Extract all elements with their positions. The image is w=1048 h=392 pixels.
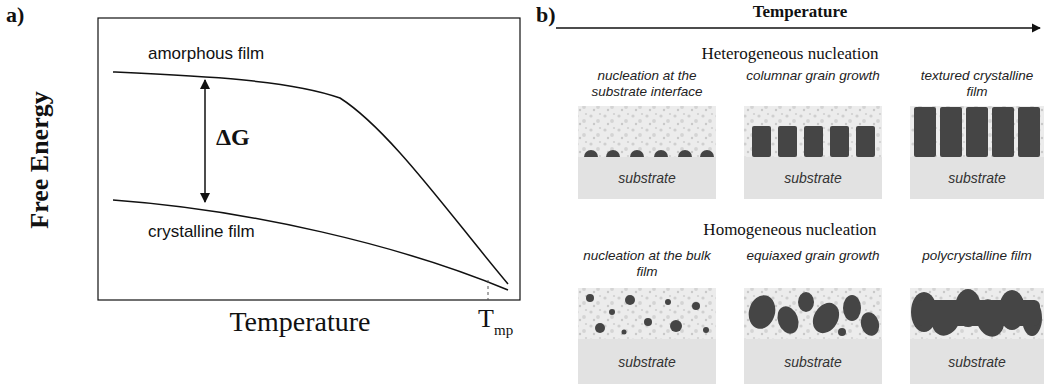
- axis-subscript: mp: [494, 322, 524, 339]
- layer-label: substrate: [948, 170, 1006, 186]
- stage-caption: columnar grain growth: [744, 68, 882, 84]
- substrate-layer: substrate: [910, 157, 1044, 199]
- stage-caption: polycrystalline film: [910, 248, 1044, 264]
- layer-label: substrate: [618, 354, 676, 370]
- panel-letter: b): [536, 2, 576, 28]
- substrate-layer: substrate: [578, 157, 716, 199]
- substrate-layer: substrate: [578, 339, 716, 384]
- substrate-layer: substrate: [910, 339, 1044, 384]
- layer-label: substrate: [948, 354, 1006, 370]
- temperature-arrow: [556, 27, 1040, 28]
- row-title: Heterogeneous nucleation: [660, 44, 920, 64]
- axis-title: Free Energy: [25, 50, 55, 270]
- energy-gap-label: ΔG: [216, 124, 266, 151]
- stage-caption: nucleation at the bulk film: [578, 248, 716, 279]
- free-energy-chart: [98, 18, 520, 300]
- axis-title: Temperature: [690, 2, 910, 22]
- curve-label: amorphous film: [148, 44, 298, 64]
- axis-title: Temperature: [170, 306, 430, 338]
- stage-caption: equiaxed grain growth: [744, 248, 882, 264]
- layer-label: substrate: [618, 170, 676, 186]
- stage-caption: nucleation at the substrate interface: [578, 68, 716, 99]
- layer-label: substrate: [784, 354, 842, 370]
- film-layers: [578, 106, 1044, 340]
- substrate-layer: substrate: [744, 339, 882, 384]
- curve-label: crystalline film: [148, 222, 298, 242]
- grains: [584, 107, 1042, 340]
- substrate-layer: substrate: [744, 157, 882, 199]
- stage-caption: textured crystalline film: [910, 68, 1044, 99]
- layer-label: substrate: [784, 170, 842, 186]
- panel-letter: a): [6, 2, 46, 28]
- row-title: Homogeneous nucleation: [660, 220, 920, 240]
